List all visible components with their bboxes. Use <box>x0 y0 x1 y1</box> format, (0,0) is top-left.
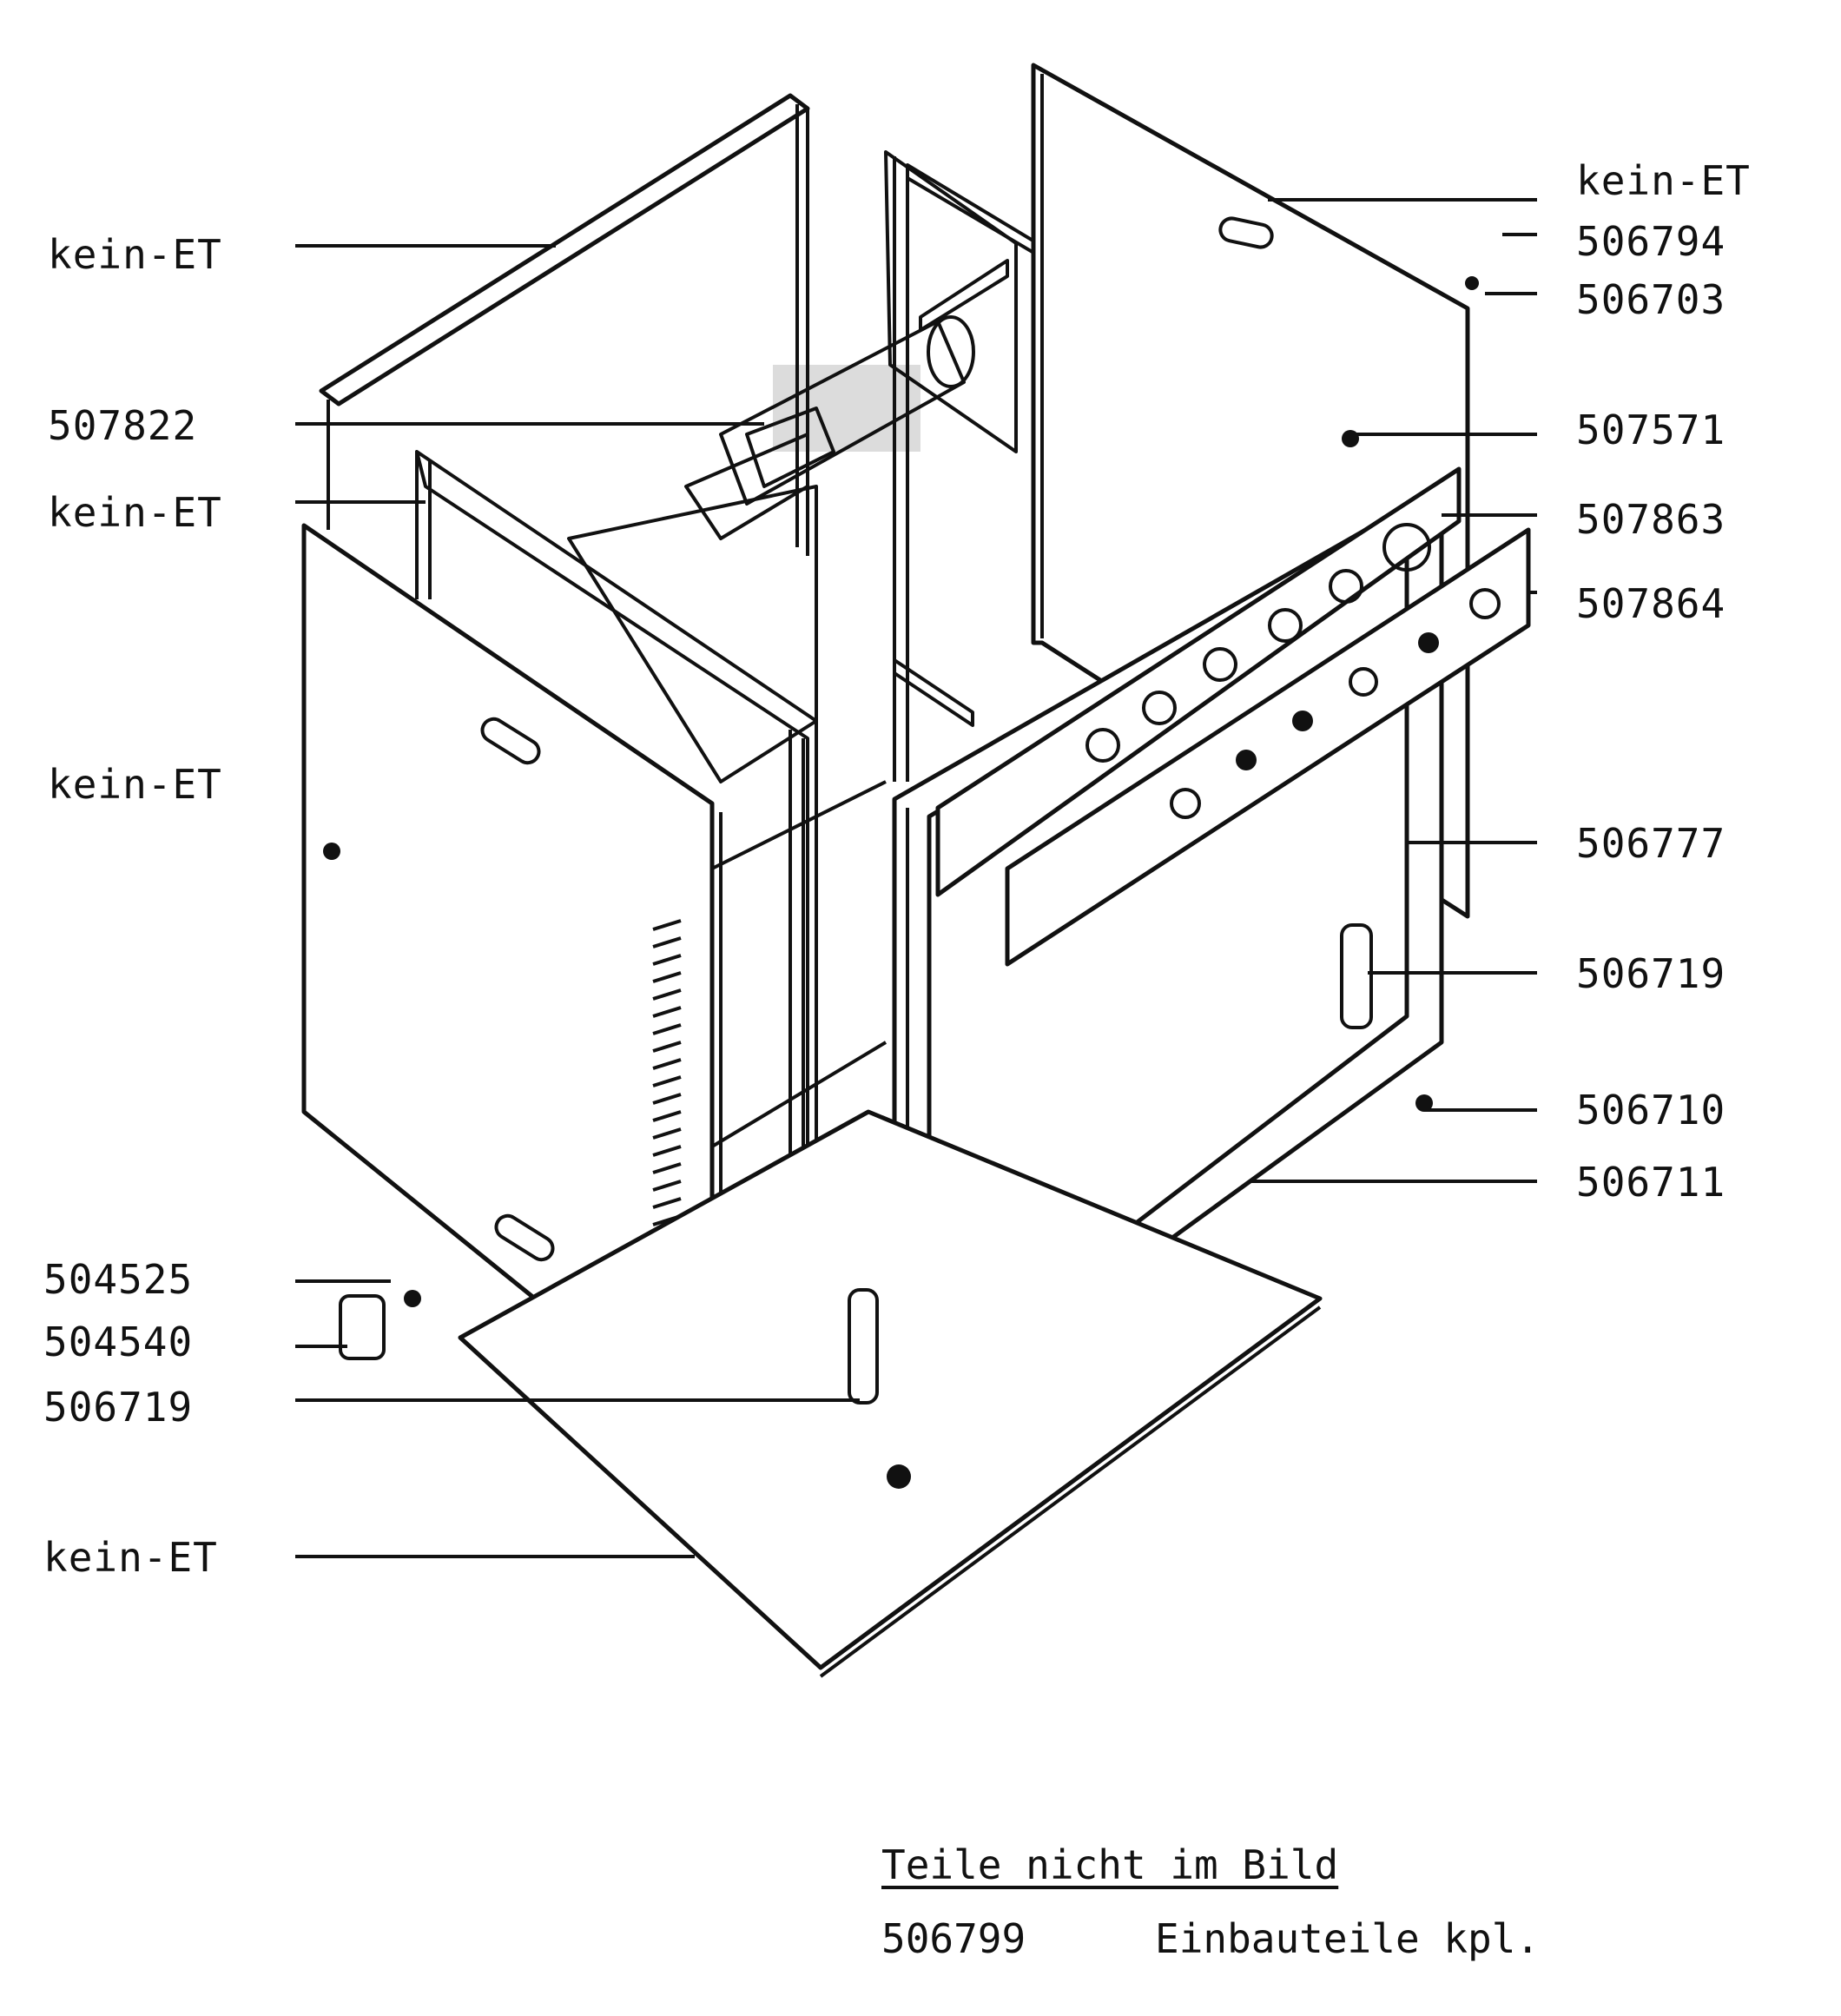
label-kein-et-top-right: kein-ET <box>1576 157 1751 204</box>
label-507822: 507822 <box>48 402 198 449</box>
label-506719-left: 506719 <box>43 1384 194 1431</box>
label-507863: 507863 <box>1576 496 1726 543</box>
top-left-panel <box>319 93 810 556</box>
label-506794: 506794 <box>1576 218 1726 265</box>
label-507571: 507571 <box>1576 407 1726 453</box>
label-507864: 507864 <box>1576 580 1726 627</box>
label-kein-et-frame: kein-ET <box>48 489 222 536</box>
control-panel <box>935 466 1462 897</box>
label-504540: 504540 <box>43 1319 194 1365</box>
label-504525: 504525 <box>43 1256 194 1303</box>
label-kein-et-side: kein-ET <box>48 761 222 808</box>
label-506711: 506711 <box>1576 1159 1726 1206</box>
leader-lines <box>295 198 1537 1558</box>
legend-item-description: Einbauteile kpl. <box>1155 1915 1541 1962</box>
heater-roll <box>684 315 975 540</box>
label-kein-et-base: kein-ET <box>43 1534 218 1581</box>
label-506719-right: 506719 <box>1576 950 1726 997</box>
legend-title: Teile nicht im Bild <box>881 1841 1339 1888</box>
front-cover-strip <box>1005 527 1531 967</box>
base-plate <box>458 1109 1323 1678</box>
label-506703: 506703 <box>1576 276 1726 323</box>
legend-item-number: 506799 <box>881 1915 1026 1962</box>
label-506710: 506710 <box>1576 1087 1726 1134</box>
label-kein-et-top-left: kein-ET <box>48 231 222 278</box>
label-506777: 506777 <box>1576 820 1726 867</box>
